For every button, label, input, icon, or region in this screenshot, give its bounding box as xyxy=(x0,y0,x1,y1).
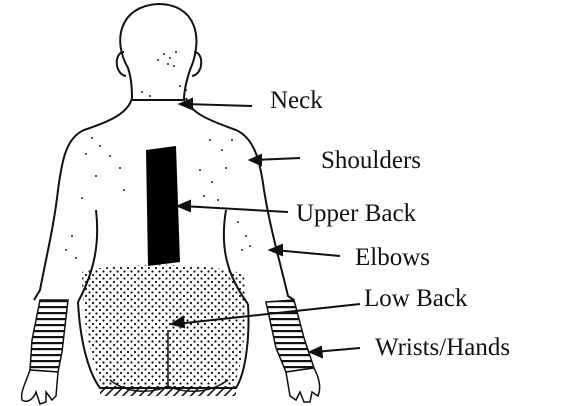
head-outline xyxy=(120,4,196,100)
low-back-region xyxy=(82,265,246,386)
label-upper-back: Upper Back xyxy=(296,200,417,227)
elbows-arrow xyxy=(274,250,340,256)
label-low-back: Low Back xyxy=(364,285,468,312)
upper-back-arrow xyxy=(182,206,288,212)
right-hand xyxy=(286,368,320,402)
label-shoulders: Shoulders xyxy=(321,147,421,174)
label-wrists-hands: Wrists/Hands xyxy=(375,334,510,361)
label-neck: Neck xyxy=(270,87,323,114)
label-elbows: Elbows xyxy=(355,244,430,271)
base-hatch xyxy=(100,386,236,396)
neck-arrow xyxy=(184,104,252,106)
left-wrist-region xyxy=(30,300,68,372)
upper-back-region xyxy=(146,146,180,266)
left-hand xyxy=(22,370,58,404)
